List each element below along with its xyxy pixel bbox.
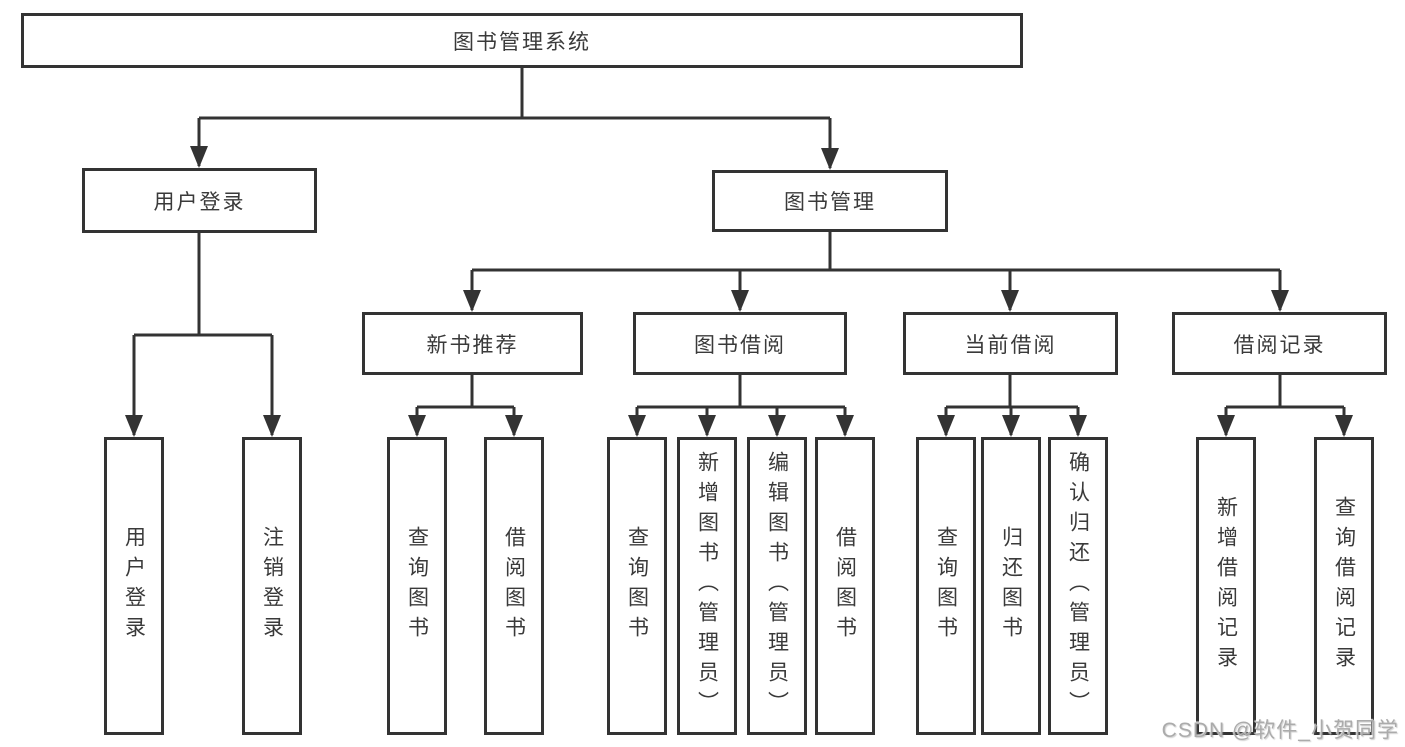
leaf-label: 查询图书 — [405, 526, 429, 646]
arrowhead-icons — [125, 146, 1353, 437]
leaf-query-borrow-record: 查询借阅记录 — [1314, 437, 1374, 735]
node-new-book-recommend: 新书推荐 — [362, 312, 583, 375]
leaf-query-books-recommend: 查询图书 — [387, 437, 447, 735]
node-borrowing-records: 借阅记录 — [1172, 312, 1387, 375]
leaf-label: 编辑图书（管理员） — [765, 451, 789, 721]
node-label: 图书管理 — [784, 191, 876, 214]
leaf-label: 借阅图书 — [502, 526, 526, 646]
node-book-borrowing: 图书借阅 — [633, 312, 847, 375]
leaf-logout: 注销登录 — [242, 437, 302, 735]
leaf-label: 借阅图书 — [833, 526, 857, 646]
leaf-edit-books-admin: 编辑图书（管理员） — [747, 437, 807, 735]
leaf-label: 归还图书 — [999, 526, 1023, 646]
node-label: 用户登录 — [153, 190, 246, 214]
node-library-management-system: 图书管理系统 — [21, 13, 1023, 68]
leaf-borrow-books-recommend: 借阅图书 — [484, 437, 544, 735]
leaf-query-books-current: 查询图书 — [916, 437, 976, 735]
leaf-label: 注销登录 — [260, 526, 284, 646]
leaf-label: 新增图书（管理员） — [695, 451, 719, 721]
leaf-borrow-books-borrowing: 借阅图书 — [815, 437, 875, 735]
leaf-user-login: 用户登录 — [104, 437, 164, 735]
leaf-label: 查询借阅记录 — [1332, 496, 1356, 676]
leaf-query-books-borrowing: 查询图书 — [607, 437, 667, 735]
node-label: 新书推荐 — [426, 333, 519, 357]
leaf-label: 用户登录 — [122, 526, 146, 646]
leaf-label: 新增借阅记录 — [1214, 496, 1238, 676]
leaf-label: 查询图书 — [625, 526, 649, 646]
node-label: 当前借阅 — [964, 333, 1057, 357]
leaf-add-books-admin: 新增图书（管理员） — [677, 437, 737, 735]
leaf-add-borrow-record: 新增借阅记录 — [1196, 437, 1256, 735]
node-user-login: 用户登录 — [82, 168, 317, 233]
leaf-label: 确认归还（管理员） — [1066, 451, 1090, 721]
leaf-return-books: 归还图书 — [981, 437, 1041, 735]
node-label: 图书借阅 — [694, 333, 786, 357]
node-book-management: 图书管理 — [712, 170, 948, 232]
node-label: 借阅记录 — [1233, 333, 1326, 357]
leaf-label: 查询图书 — [934, 526, 958, 646]
csdn-watermark: CSDN @软件_小贺同学 — [1161, 719, 1399, 742]
leaf-confirm-return-admin: 确认归还（管理员） — [1048, 437, 1108, 735]
node-label: 图书管理系统 — [453, 30, 591, 54]
node-current-borrowing: 当前借阅 — [903, 312, 1118, 375]
